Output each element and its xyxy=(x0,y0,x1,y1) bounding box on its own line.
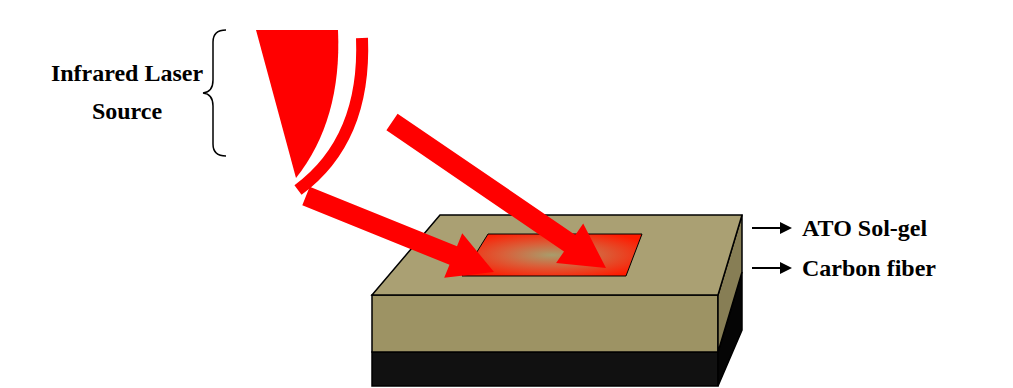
carbon-fiber-front xyxy=(372,352,718,386)
layer-label: ATO Sol-gel xyxy=(802,209,1002,247)
laser-beams xyxy=(302,114,606,278)
laser-beam xyxy=(302,187,494,278)
brace xyxy=(203,30,226,156)
source-label: Infrared Laser Source xyxy=(48,54,206,130)
layer-label: Carbon fiber xyxy=(802,249,1002,287)
pointer-arrows xyxy=(752,222,792,274)
ato-layer-front xyxy=(372,295,718,352)
laser-lens xyxy=(298,38,362,190)
